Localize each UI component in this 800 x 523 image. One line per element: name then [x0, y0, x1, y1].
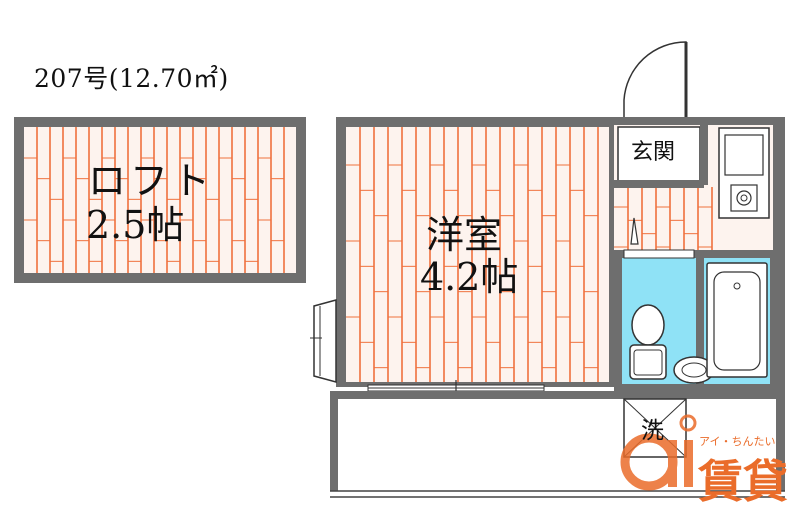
toilet-icon	[629, 304, 667, 380]
side-window	[310, 299, 337, 383]
kitchen-counter	[718, 127, 770, 219]
bathtub-icon	[706, 262, 768, 378]
western-room-floor-planks	[346, 127, 599, 382]
stove-icon	[730, 184, 758, 212]
corridor-floor-planks	[614, 187, 713, 250]
entrance	[614, 125, 708, 188]
entrance-label: 玄関	[631, 140, 676, 165]
watermark-tagline: アイ・ちんたい	[699, 435, 776, 448]
unit-title: 207号(12.70㎡)	[34, 64, 229, 93]
watermark-brand-kanji: 賃貸	[698, 455, 789, 508]
bathroom	[614, 249, 785, 391]
loft-name: ロフト	[88, 159, 215, 203]
western-room	[336, 117, 614, 387]
watermark-logo	[620, 414, 697, 491]
washer-label: 洗	[641, 418, 664, 444]
loft-area	[14, 117, 306, 283]
pipe-icon	[630, 217, 639, 245]
entrance-door	[623, 41, 688, 117]
western-room-name: 洋室	[426, 213, 503, 257]
loft-floor-planks	[24, 127, 285, 273]
balcony	[330, 391, 785, 498]
loft-size: 2.5帖	[86, 203, 185, 247]
western-room-size: 4.2帖	[420, 255, 519, 299]
